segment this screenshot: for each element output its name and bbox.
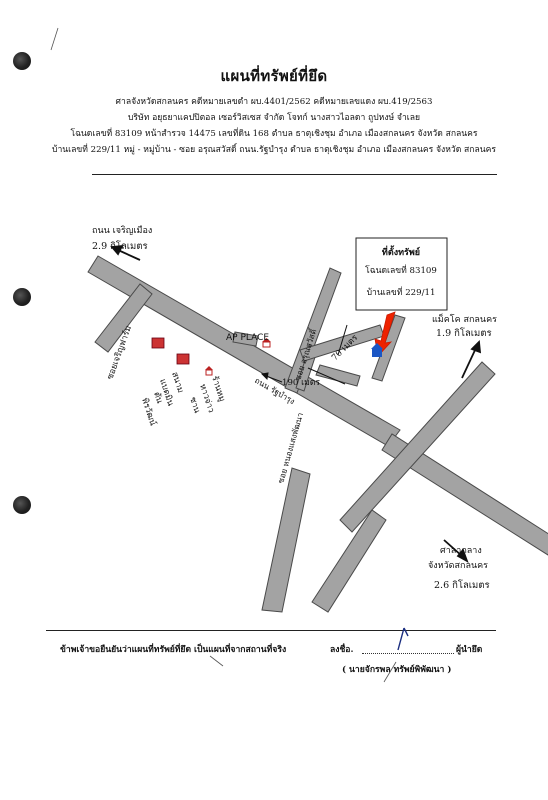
label-property-deed: โฉนดเลขที่ 83109 — [365, 264, 437, 276]
property-box — [355, 237, 448, 311]
label-property-title: ที่ตั้งทรัพย์ — [382, 245, 420, 258]
badminton-icon — [151, 337, 190, 365]
parties-line: บริษัท อยุธยาแคปปิตอล เซอร์วิสเซส จำกัด … — [127, 113, 421, 123]
label-dist-190: 190 เมตร — [282, 378, 320, 388]
address-line: บ้านเลขที่ 229/11 หมู่ - หมู่บ้าน - ซอย … — [52, 145, 496, 155]
label-se-place: ศาลากลาง — [440, 546, 482, 556]
label-ne-place: แม็คโค สกลนคร — [432, 312, 497, 325]
label-nw-road: ถนน เจริญเมือง — [92, 225, 152, 236]
footer-rule — [46, 630, 496, 631]
court-case-line: ศาลจังหวัดสกลนคร คดีหมายเลขดำ ผบ.4401/25… — [115, 97, 433, 107]
header-rule — [92, 174, 497, 175]
road-prachauthit-north — [339, 361, 496, 533]
certification-text: ข้าพเจ้าขอยืนยันว่าแผนที่ทรัพย์ที่ยึด เป… — [60, 645, 287, 655]
punch-hole — [13, 288, 31, 306]
label-nw-distance: 2.9 กิโลเมตร — [92, 240, 148, 252]
road-soi-arun — [284, 267, 342, 394]
sign-prefix: ลงชื่อ. — [330, 645, 354, 655]
label-ne-distance: 1.9 กิโลเมตร — [436, 327, 492, 339]
page-title: แผนที่ทรัพย์ที่ยึด — [220, 67, 328, 85]
deed-line: โฉนดเลขที่ 83109 หน้าสำรวจ 14475 เลขที่ด… — [70, 129, 478, 139]
label-se-distance: 2.6 กิโลเมตร — [434, 579, 490, 591]
label-badminton-3: ตัน — [151, 391, 164, 405]
sign-suffix: ผู้นำยึด — [456, 645, 483, 655]
signer-name: ( นายจักรพล ทรัพย์พิพัฒนา ) — [342, 665, 452, 675]
label-ap-place: AP PLACE — [226, 333, 269, 343]
signature-line — [362, 653, 454, 654]
label-shop-3: ชาน — [187, 396, 202, 415]
punch-hole — [13, 52, 31, 70]
property-pointer-arrow — [374, 311, 396, 357]
road-ap-stub — [232, 331, 259, 347]
road-soi-nongsaeng — [261, 467, 311, 613]
road-prachauthit-south — [311, 509, 387, 613]
label-property-house: บ้านเลขที่ 229/11 — [367, 286, 436, 298]
label-se-place2: จังหวัดสกลนคร — [428, 561, 488, 571]
property-house-icon — [372, 349, 382, 357]
punch-hole — [13, 496, 31, 514]
road-soi-charoen-farm — [94, 283, 153, 353]
road-ratthabamrung-east — [381, 433, 548, 556]
